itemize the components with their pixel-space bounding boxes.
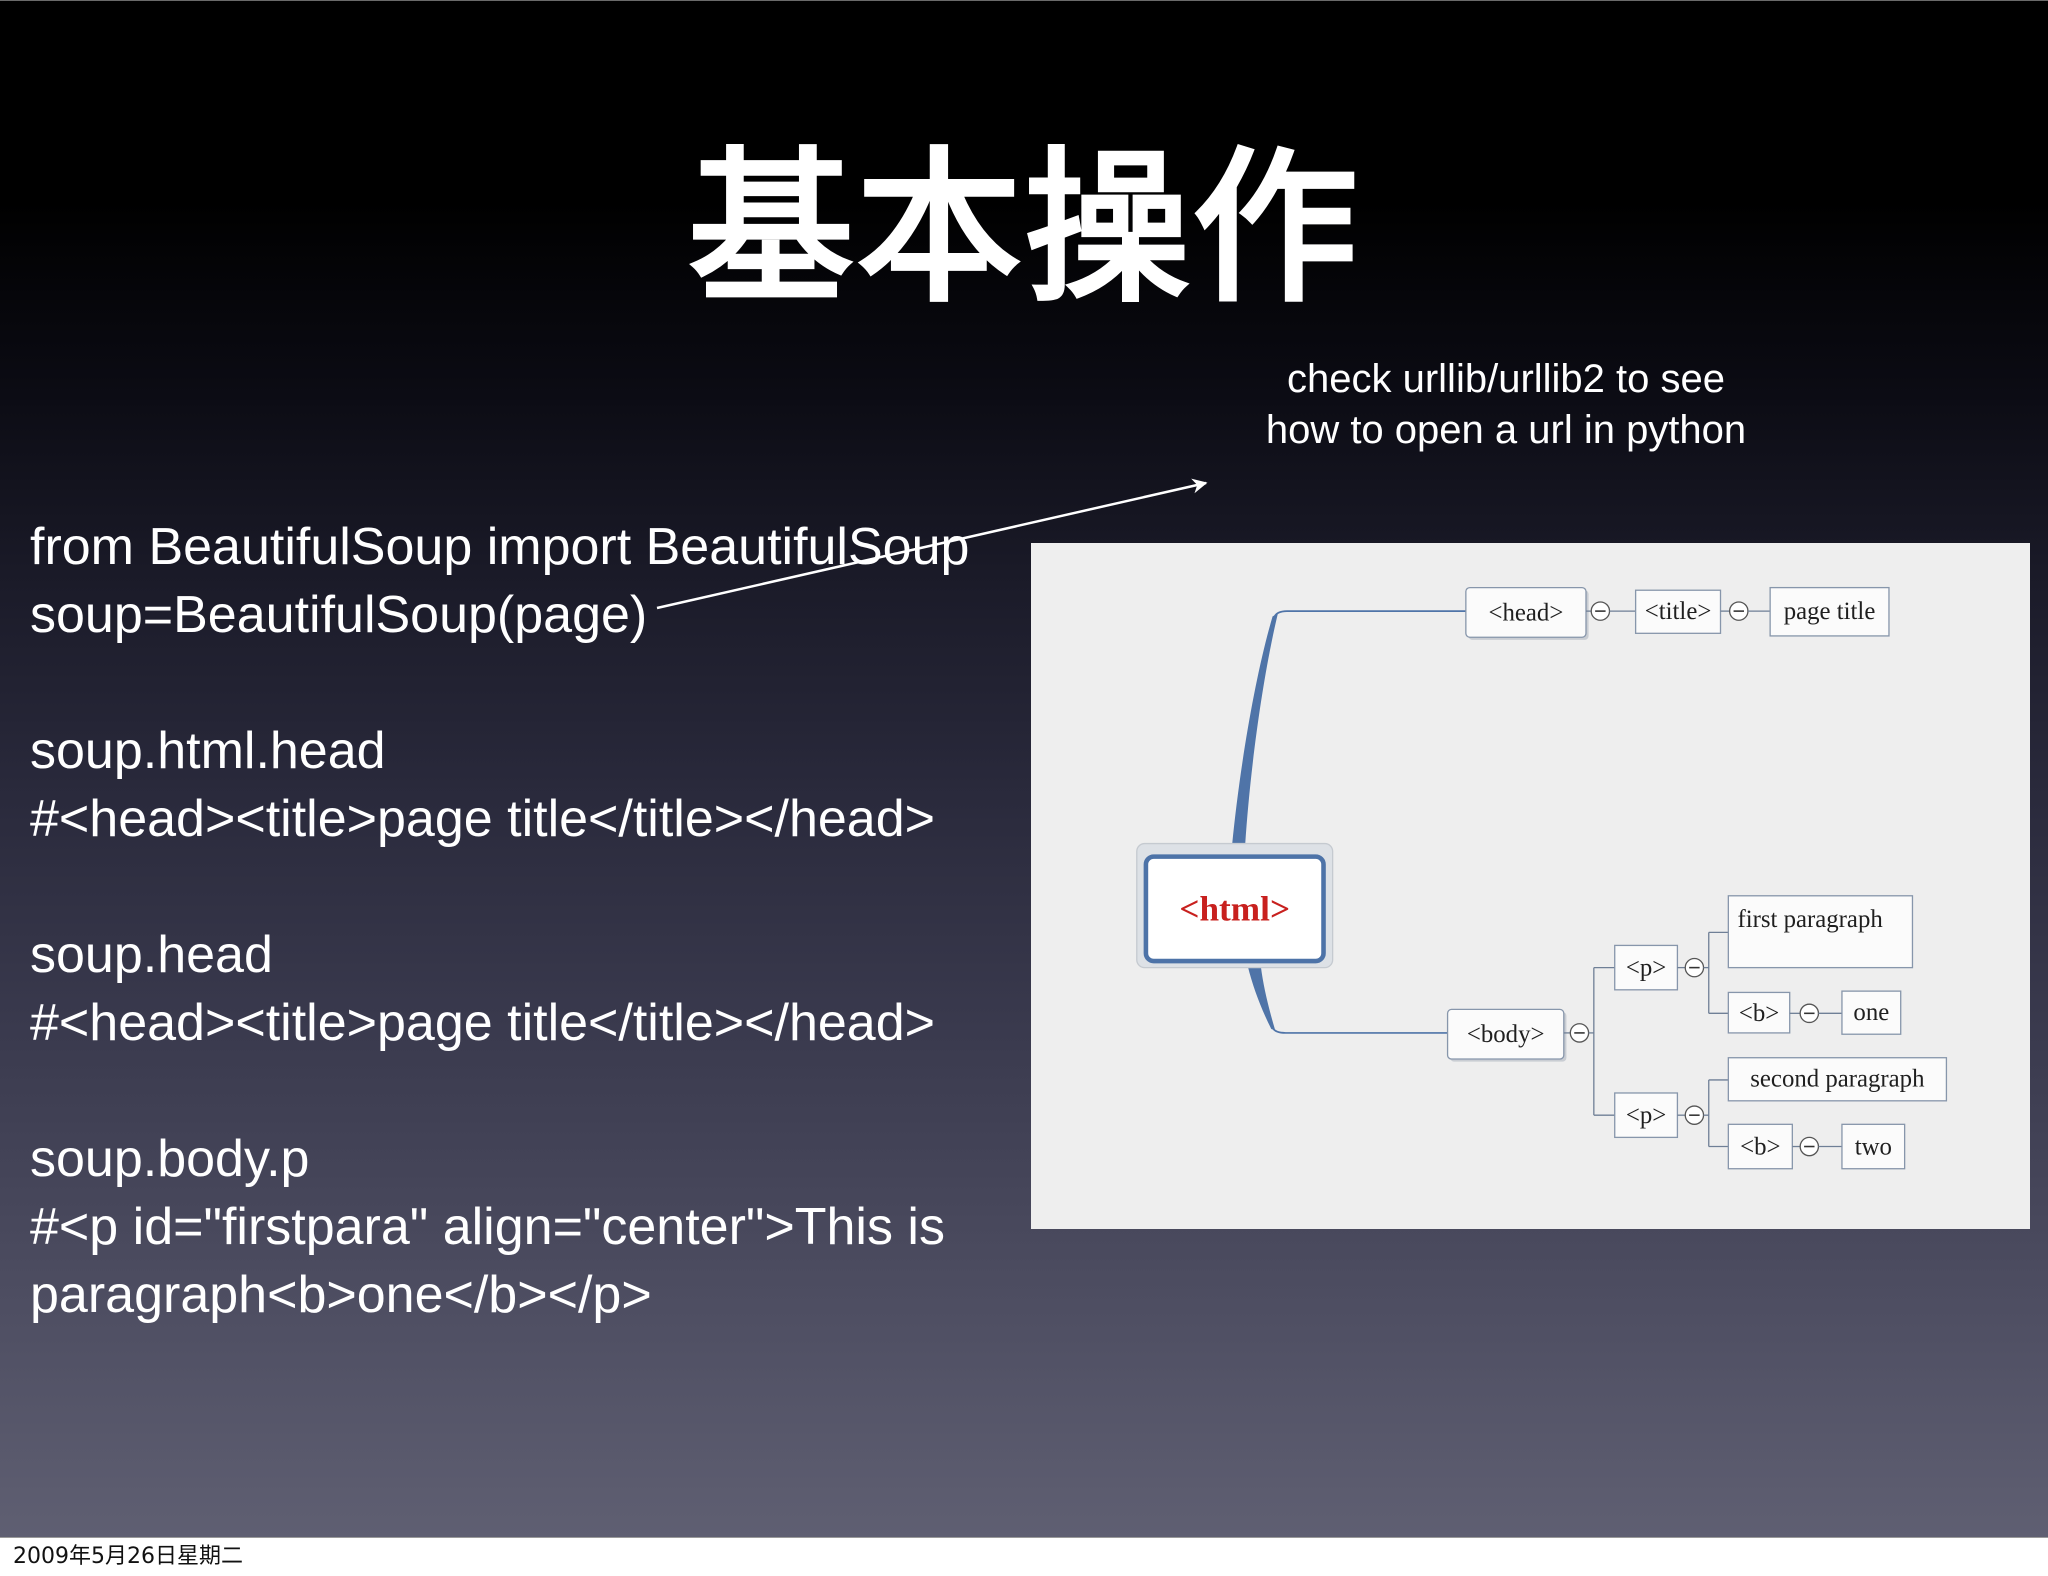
collapse-toggle-icon bbox=[1684, 957, 1705, 978]
p-node-box bbox=[1614, 944, 1679, 991]
text-node-box bbox=[1727, 895, 1914, 969]
code-line: soup=BeautifulSoup(page) bbox=[30, 586, 648, 644]
first-paragraph-node: first paragraph bbox=[1727, 895, 1914, 969]
collapse-toggle-icon bbox=[1684, 1105, 1705, 1125]
page-title-node-box bbox=[1769, 586, 1890, 637]
code-line: soup.body.p bbox=[30, 1130, 310, 1188]
footer-date: 2009年5月26日星期二 bbox=[13, 1544, 243, 1569]
collapse-toggle-icon bbox=[1728, 601, 1749, 621]
html-node: <html> bbox=[1136, 842, 1334, 969]
b-node-second: <b> bbox=[1727, 1123, 1793, 1170]
annotation-line: how to open a url in python bbox=[1265, 408, 1747, 452]
code-block-body-p: soup.body.p #<p id="firstpara" align="ce… bbox=[30, 1125, 1020, 1329]
text-node-label: second paragraph bbox=[1750, 1065, 1925, 1092]
b-node-box bbox=[1727, 991, 1791, 1034]
p-node-second: <p> bbox=[1614, 1092, 1679, 1139]
p-node-first: <p> bbox=[1614, 944, 1679, 991]
text-node-box bbox=[1841, 1123, 1906, 1170]
head-node: <head> bbox=[1465, 586, 1589, 640]
body-node-box bbox=[1446, 1008, 1565, 1060]
collapse-toggle-icon bbox=[1590, 601, 1611, 621]
code-comment: #<head><title>page title</title></head> bbox=[30, 994, 935, 1052]
html-node-box bbox=[1143, 854, 1326, 964]
code-block-html-head: soup.html.head #<head><title>page title<… bbox=[30, 717, 1020, 853]
code-comment: paragraph<b>one</b></p> bbox=[30, 1266, 652, 1324]
code-line: from BeautifulSoup import BeautifulSoup bbox=[30, 518, 970, 576]
code-listing: from BeautifulSoup import BeautifulSoup … bbox=[30, 513, 1020, 1397]
collapse-toggle-icon bbox=[1569, 1023, 1590, 1043]
slide-title: 基本操作 bbox=[688, 133, 1360, 326]
root-link-body bbox=[1271, 1027, 1448, 1034]
p-node-label: <p> bbox=[1626, 1102, 1666, 1129]
code-block-head: soup.head #<head><title>page title</titl… bbox=[30, 921, 1020, 1057]
b-node-label: <b> bbox=[1739, 1000, 1779, 1027]
title-node-box bbox=[1634, 589, 1722, 634]
page-title-node-label: page title bbox=[1784, 598, 1876, 625]
dom-tree-diagram: <html> <head> <title> bbox=[1031, 543, 2030, 1229]
p-node-box bbox=[1614, 1092, 1679, 1139]
html-node-label: <html> bbox=[1179, 890, 1290, 929]
head-node-box bbox=[1465, 586, 1587, 638]
collapse-toggle-icon bbox=[1799, 1003, 1820, 1024]
code-comment: #<p id="firstpara" align="center">This i… bbox=[30, 1198, 945, 1256]
root-link-head bbox=[1273, 610, 1466, 619]
text-node-label: first paragraph bbox=[1737, 906, 1883, 933]
head-node-label: <head> bbox=[1489, 599, 1564, 626]
text-node-box bbox=[1841, 990, 1902, 1035]
b-node-first: <b> bbox=[1727, 991, 1791, 1034]
dom-tree-svg: <html> <head> <title> bbox=[1136, 586, 1948, 1170]
title-node: <title> bbox=[1634, 589, 1722, 634]
text-node-box bbox=[1727, 1057, 1948, 1102]
body-node-label: <body> bbox=[1467, 1021, 1545, 1048]
code-line: soup.html.head bbox=[30, 722, 386, 780]
collapse-toggle-icon bbox=[1799, 1136, 1820, 1157]
code-block-import: from BeautifulSoup import BeautifulSoup … bbox=[30, 513, 1020, 649]
code-line: soup.head bbox=[30, 926, 273, 984]
text-node-label: two bbox=[1855, 1133, 1892, 1160]
one-node: one bbox=[1841, 990, 1902, 1035]
slide: 基本操作 check urllib/urllib2 to see how to … bbox=[0, 0, 2048, 1537]
page-title-node: page title bbox=[1769, 586, 1890, 637]
root-branch-bottom bbox=[1247, 966, 1276, 1031]
b-node-box bbox=[1727, 1123, 1793, 1170]
annotation-line: check urllib/urllib2 to see bbox=[1287, 357, 1725, 401]
second-paragraph-node: second paragraph bbox=[1727, 1057, 1948, 1102]
b-node-label: <b> bbox=[1740, 1133, 1780, 1160]
code-comment: #<head><title>page title</title></head> bbox=[30, 790, 935, 848]
text-node-label: one bbox=[1853, 999, 1889, 1026]
footer-bar: 2009年5月26日星期二 bbox=[0, 1537, 2048, 1576]
title-node-label: <title> bbox=[1645, 598, 1712, 625]
root-branch-top bbox=[1232, 613, 1278, 845]
two-node: two bbox=[1841, 1123, 1906, 1170]
p-node-label: <p> bbox=[1626, 954, 1666, 981]
annotation-note: check urllib/urllib2 to see how to open … bbox=[1206, 354, 1806, 456]
body-node: <body> bbox=[1446, 1008, 1567, 1062]
